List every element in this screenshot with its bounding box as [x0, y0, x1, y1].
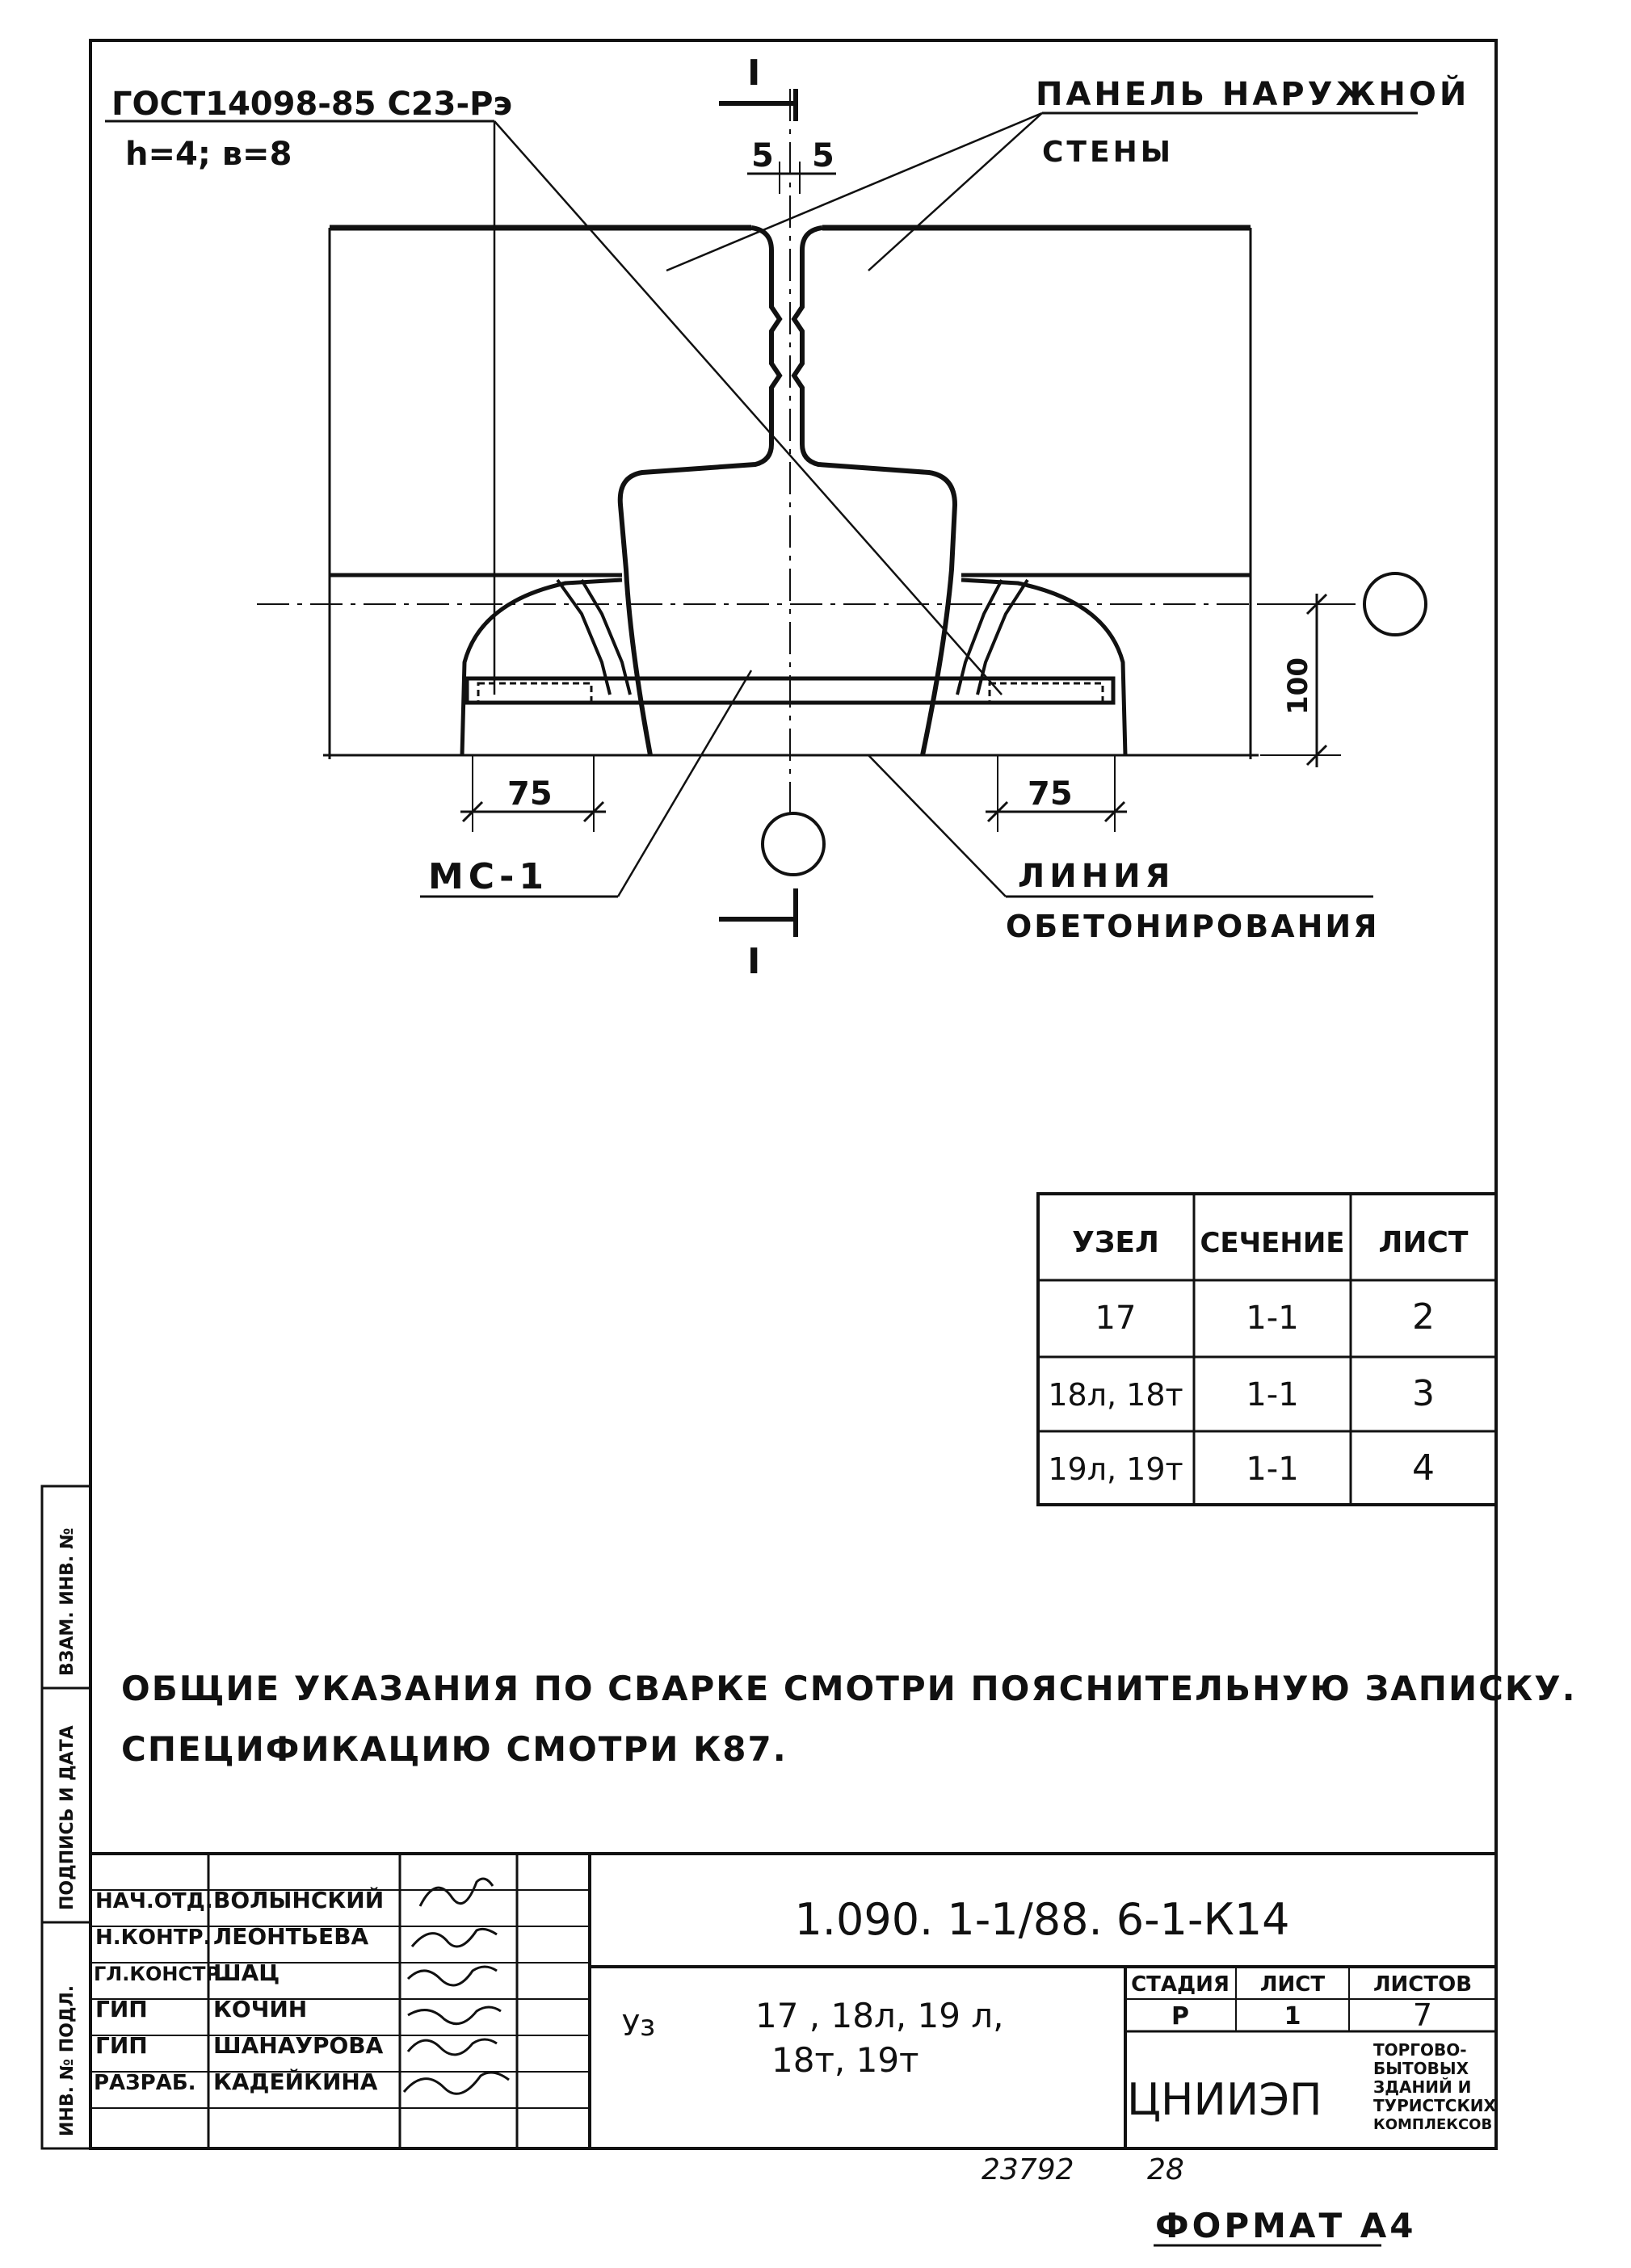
- concrete-label-line1: ЛИНИЯ: [1018, 858, 1175, 895]
- staff-name: ЛЕОНТЬЕВА: [213, 1923, 369, 1950]
- org-desc-line: ТОРГОВО-: [1373, 2040, 1467, 2060]
- table-cell: 3: [1412, 1373, 1435, 1414]
- note-line2: СПЕЦИФИКАЦИЮ СМОТРИ К87.: [121, 1729, 788, 1769]
- staff-role: РАЗРАБ.: [94, 2071, 196, 2095]
- axis-marker-right: [1363, 572, 1427, 636]
- table-cell: 1-1: [1246, 1300, 1298, 1337]
- sheets-label: ЛИСТОВ: [1373, 1972, 1472, 1997]
- weld-right: [988, 682, 1104, 704]
- sheet-frame: [89, 39, 1498, 2150]
- staff-role: ГИП: [95, 1996, 148, 2022]
- weld-left: [477, 682, 593, 704]
- title-block: НАЧ.ОТД. ВОЛЫНСКИЙ Н.КОНТР. ЛЕОНТЬЕВА ГЛ…: [90, 1852, 1497, 2148]
- dim-75-right: 75: [1028, 775, 1073, 813]
- staff-role: ГИП: [95, 2032, 148, 2059]
- org-desc-line: БЫТОВЫХ: [1373, 2059, 1469, 2078]
- subject-line1: 17 , 18л, 19 л,: [755, 1996, 1003, 2035]
- footer-number: 23792: [982, 2153, 1074, 2186]
- org-desc-line: ЗДАНИЙ И: [1373, 2077, 1471, 2097]
- stage-label: СТАДИЯ: [1131, 1972, 1230, 1997]
- side-stamp-col2: ПОДПИСЬ И ДАТА: [57, 1725, 78, 1910]
- weld-note-line2: h=4; в=8: [125, 136, 292, 173]
- org-desc-line: КОМПЛЕКСОВ: [1373, 2116, 1492, 2133]
- staff-role: НАЧ.ОТД.: [95, 1889, 213, 1913]
- footer-format: ФОРМАТ А4: [1155, 2206, 1416, 2245]
- table-cell: 17: [1095, 1300, 1137, 1337]
- doc-code: 1.090. 1-1/88. 6-1-К14: [794, 1894, 1289, 1945]
- axis-marker-bottom: [761, 812, 826, 876]
- org-desc-line: ТУРИСТСКИХ: [1373, 2096, 1497, 2115]
- concrete-label-line2: ОБЕТОНИРОВАНИЯ: [1006, 909, 1379, 944]
- subject-prefix: Уз: [622, 2010, 655, 2043]
- table-cell: 1-1: [1246, 1376, 1298, 1413]
- weld-note-line1: ГОСТ14098-85 С23-Рэ: [111, 86, 512, 123]
- staff-name: ШАЦ: [213, 1959, 280, 1986]
- side-stamp-col3: ИНВ. № ПОДЛ.: [57, 1985, 78, 2136]
- table-header-node: УЗЕЛ: [1072, 1226, 1159, 1259]
- org-name: ЦНИИЭП: [1127, 2074, 1322, 2125]
- gap-left: 5: [751, 137, 774, 174]
- plate-label: МС-1: [428, 856, 549, 897]
- sheet-value: 1: [1284, 2002, 1301, 2031]
- sheet-label: ЛИСТ: [1260, 1972, 1325, 1997]
- signatures: [402, 1877, 510, 2095]
- side-stamp-col1: ВЗАМ. ИНВ. №: [57, 1528, 78, 1676]
- staff-name: ШАНАУРОВА: [213, 2032, 384, 2059]
- section-mark-bottom: I: [747, 941, 760, 982]
- dim-75-left: 75: [507, 775, 553, 813]
- panel-label-line2: СТЕНЫ: [1042, 136, 1174, 169]
- table-cell: 18л, 18т: [1048, 1377, 1183, 1413]
- side-stamp: ВЗАМ. ИНВ. № ПОДПИСЬ И ДАТА ИНВ. № ПОДЛ.: [40, 1485, 92, 2150]
- sheets-value: 7: [1413, 1997, 1432, 2033]
- panel-label-line1: ПАНЕЛЬ НАРУЖНОЙ: [1036, 74, 1469, 113]
- table-cell: 2: [1412, 1296, 1435, 1338]
- subject-line2: 18т, 19т: [771, 2040, 919, 2080]
- staff-name: ВОЛЫНСКИЙ: [213, 1886, 384, 1913]
- table-header-section: СЕЧЕНИЕ: [1200, 1227, 1344, 1259]
- note-line1: ОБЩИЕ УКАЗАНИЯ ПО СВАРКЕ СМОТРИ ПОЯСНИТЕ…: [121, 1669, 1577, 1708]
- table-cell: 4: [1412, 1447, 1435, 1489]
- footer-page: 28: [1147, 2153, 1184, 2186]
- table-header-sheet: ЛИСТ: [1378, 1226, 1468, 1259]
- table-cell: 19л, 19т: [1048, 1451, 1183, 1487]
- staff-role: ГЛ.КОНСТР.: [94, 1963, 227, 1985]
- joint-detail: 100 75 75 5 5 I I: [105, 52, 1469, 982]
- stage-value: Р: [1171, 2002, 1189, 2031]
- node-table: УЗЕЛ СЕЧЕНИЕ ЛИСТ 17 1-1 2 18л, 18т 1-1 …: [1036, 1192, 1498, 1506]
- staff-role: Н.КОНТР.: [95, 1926, 211, 1950]
- table-cell: 1-1: [1246, 1451, 1298, 1488]
- section-mark-top: I: [747, 52, 760, 94]
- gap-right: 5: [812, 137, 834, 174]
- staff-name: КАДЕЙКИНА: [213, 2068, 378, 2095]
- dim-100: 100: [1282, 657, 1314, 715]
- staff-name: КОЧИН: [213, 1996, 307, 2022]
